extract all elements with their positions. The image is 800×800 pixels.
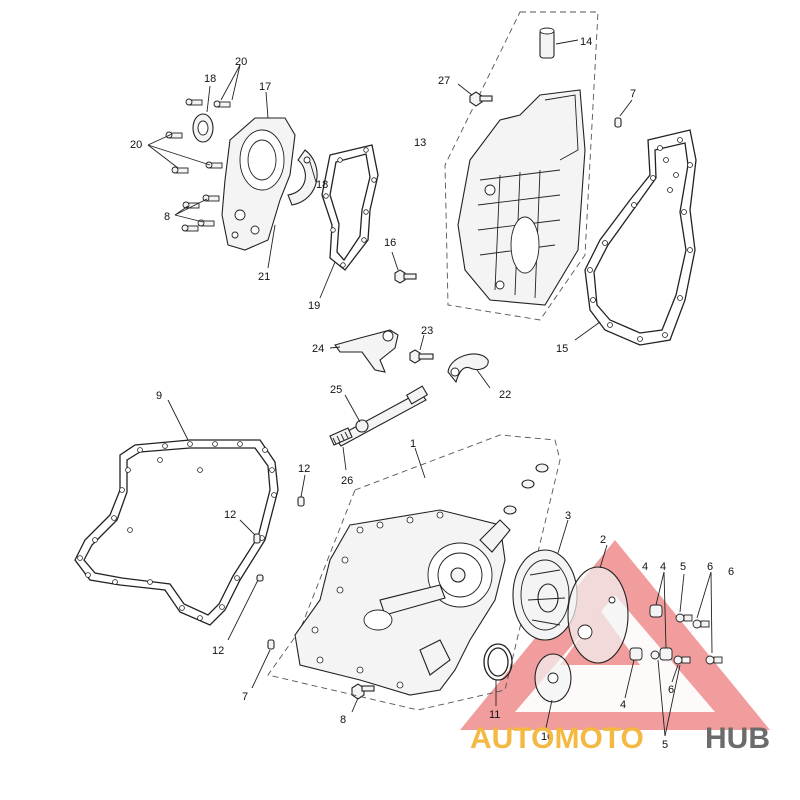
part-13-crankcase-cover [444, 11, 599, 321]
callout-27: 27 [438, 75, 450, 87]
callout-8-upper: 8 [164, 211, 170, 223]
callout-20-left: 20 [130, 139, 142, 151]
part-14-dowel-sleeve [539, 27, 579, 59]
callout-12a: 12 [298, 463, 310, 475]
part-27-bolt [457, 83, 493, 107]
part-26-spring [329, 427, 353, 471]
part-1-sleeves [503, 463, 549, 515]
callout-1: 1 [410, 438, 416, 450]
callout-23: 23 [421, 325, 433, 337]
callout-18-lower: 18 [316, 179, 328, 191]
watermark-text: AUTOMOTO HUB [470, 722, 770, 755]
callout-2: 2 [600, 534, 606, 546]
callout-6b: 6 [668, 684, 674, 696]
callout-4b: 4 [620, 699, 626, 711]
part-15-cover-gasket [574, 129, 697, 346]
part-22-clamp [447, 353, 491, 389]
callout-16: 16 [384, 237, 396, 249]
part-21-circlip [267, 149, 318, 269]
callout-24: 24 [312, 343, 324, 355]
callout-7-upper: 7 [630, 88, 636, 100]
part-25-shaft [334, 385, 429, 447]
callout-4c: 4 [642, 561, 648, 573]
watermark-brand-part2: HUB [705, 722, 770, 755]
part-8-bolt-lower [351, 683, 375, 713]
callout-5a: 5 [680, 561, 686, 573]
callout-7-lower: 7 [242, 691, 248, 703]
callout-26: 26 [341, 475, 353, 487]
callout-25: 25 [330, 384, 342, 396]
part-11-o-ring [483, 643, 513, 706]
part-12-dowels [227, 474, 306, 641]
part-10-washer-plate [534, 653, 572, 729]
part-16-bolt [391, 251, 417, 284]
callout-22: 22 [499, 389, 511, 401]
callout-9: 9 [156, 390, 162, 402]
part-7-dowel-pin-upper [614, 99, 633, 128]
part-7-dowel-pin-lower [251, 639, 275, 689]
callout-15: 15 [556, 343, 568, 355]
callout-17: 17 [259, 81, 271, 93]
callout-21: 21 [258, 271, 270, 283]
callout-12c: 12 [212, 645, 224, 657]
part-19-gasket [319, 144, 379, 299]
callout-13: 13 [414, 137, 426, 149]
watermark-brand-part1: AUTOMOTO [470, 722, 644, 755]
part-4-5-6-fasteners [624, 571, 723, 737]
callout-3: 3 [565, 510, 571, 522]
callout-4a: 4 [660, 561, 666, 573]
callout-20-upper: 20 [235, 56, 247, 68]
part-20-bolts [147, 64, 241, 232]
callout-10: 10 [541, 731, 553, 743]
callout-8-lower: 8 [340, 714, 346, 726]
callout-5b: 5 [662, 739, 668, 751]
callout-11: 11 [489, 709, 500, 721]
part-2-plate [567, 544, 629, 664]
callout-19: 19 [308, 300, 320, 312]
callout-12b: 12 [224, 509, 236, 521]
callout-labels: 1 2 3 4 4 4 5 5 6 6 6 7 7 8 8 9 10 11 12… [130, 36, 734, 751]
part-9-crankcase-gasket [74, 399, 279, 626]
part-18-screw-lower [303, 156, 317, 183]
part-1-side-cover [267, 434, 561, 711]
part-18-seal-ring-upper [192, 85, 214, 143]
part-24-bracket [329, 329, 399, 373]
callout-6c: 6 [728, 566, 734, 578]
callout-18-upper: 18 [204, 73, 216, 85]
part-17-housing [221, 91, 296, 251]
callout-6a: 6 [707, 561, 713, 573]
part-23-screw [409, 334, 434, 364]
part-3-rotor [512, 519, 578, 641]
callout-14: 14 [580, 36, 592, 48]
